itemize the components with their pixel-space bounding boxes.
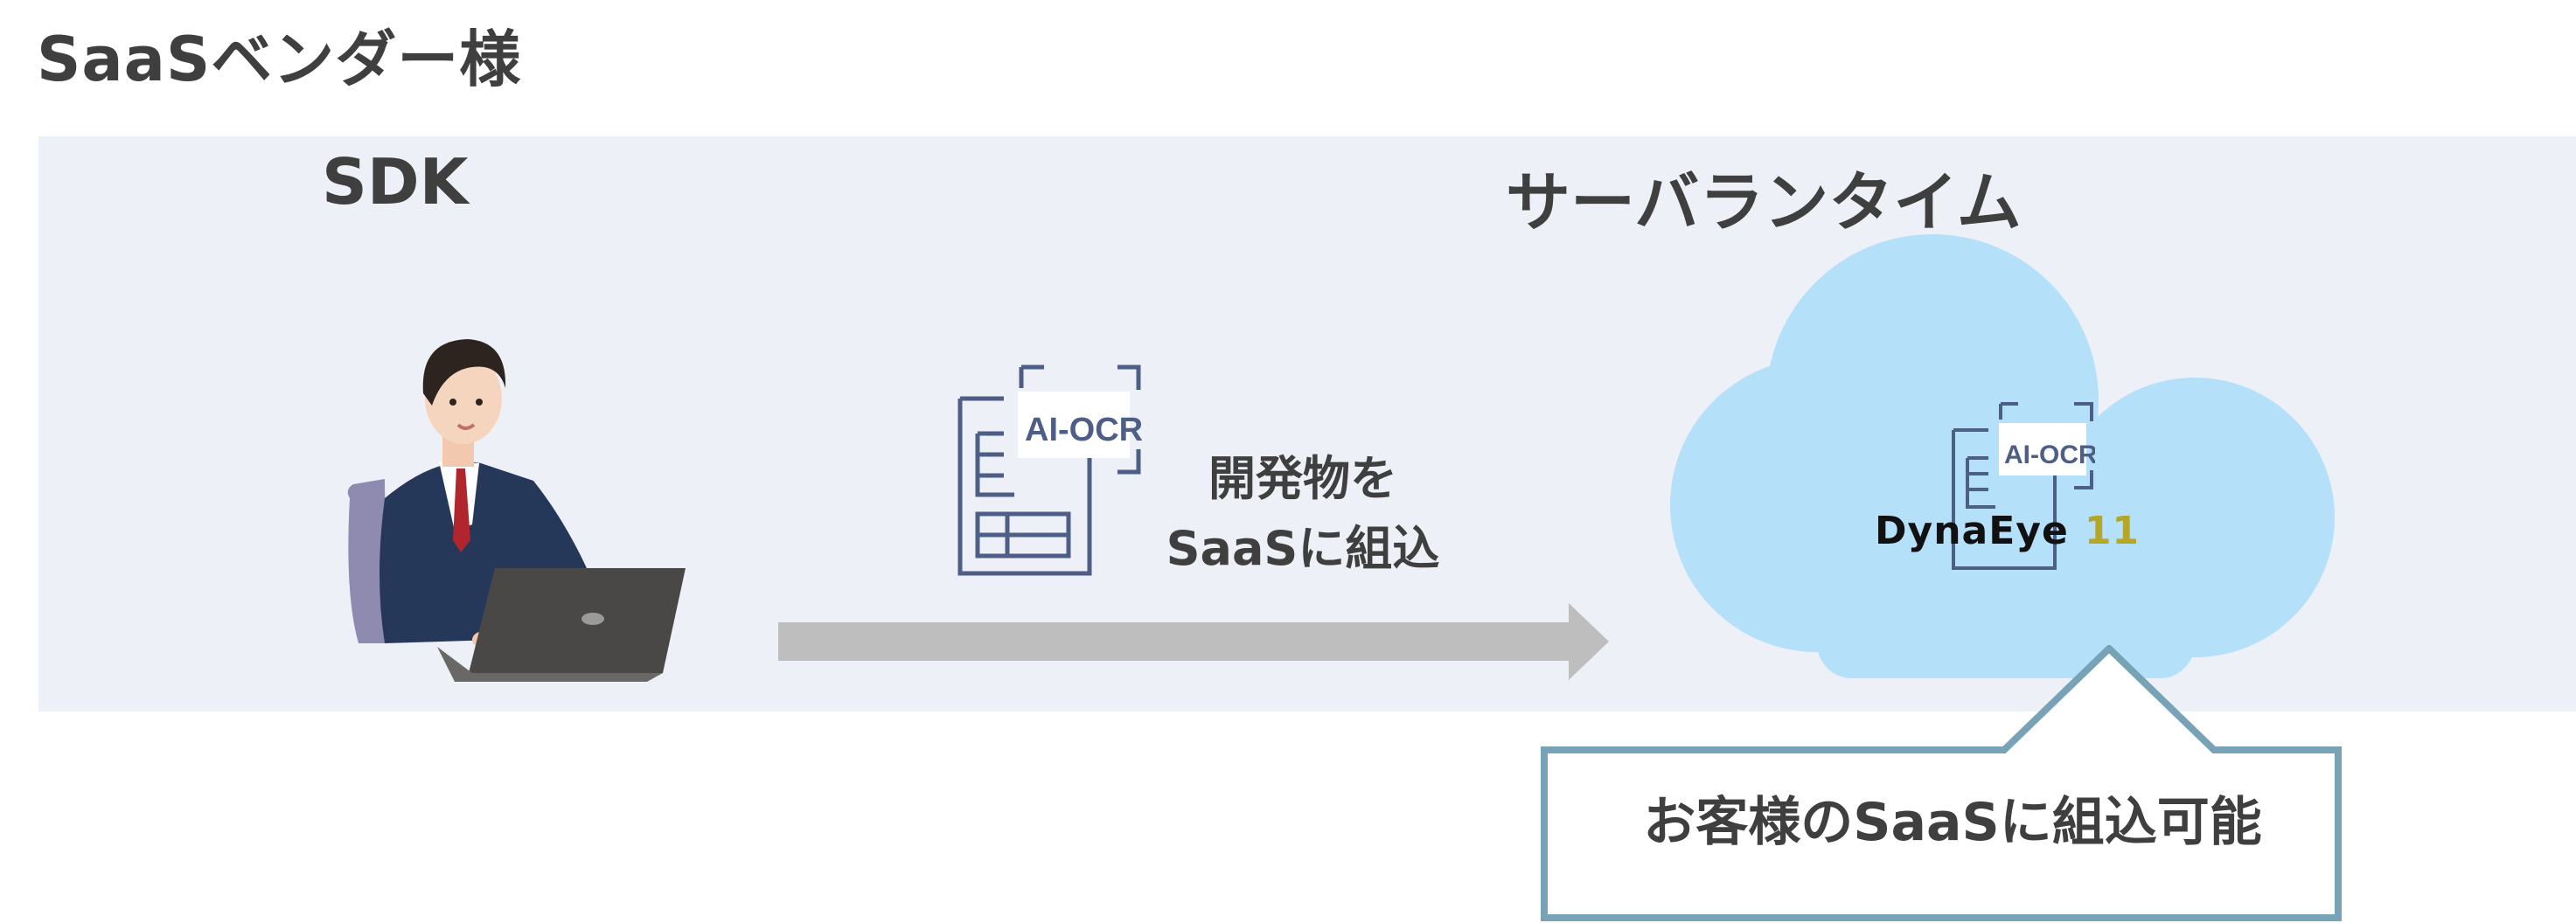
sdk-label: SDK [322,145,469,219]
integration-caption: 開発物を SaaSに組込 [1128,444,1478,584]
product-logo: DynaEye 11 [1875,509,2140,553]
cloud-ai-ocr-icon: AI-OCR [1952,402,2095,570]
product-version: 11 [2084,509,2141,553]
callout-box [1541,645,2342,921]
product-name: DynaEye [1875,509,2069,553]
cloud-ai-ocr-label: AI-OCR [2004,441,2095,469]
flow-arrow-icon [778,603,1609,680]
caption-line-1: 開発物を [1208,451,1397,506]
ai-ocr-label: AI-OCR [1025,412,1143,448]
developer-with-laptop-icon [347,339,686,682]
caption-line-2: SaaSに組込 [1166,521,1440,576]
callout-text: お客様のSaaSに組込可能 [1643,792,2262,853]
server-runtime-label: サーバランタイム [1506,165,2022,240]
page-title: SaaSベンダー様 [37,24,522,95]
ai-ocr-document-icon: AI-OCR [957,364,1143,576]
